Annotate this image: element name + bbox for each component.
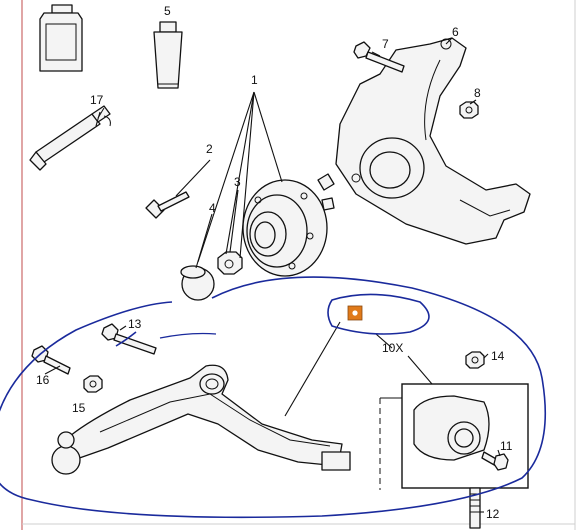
callout-7: 7 xyxy=(382,37,389,51)
callout-17: 17 xyxy=(90,93,104,107)
bushing-detail-box xyxy=(379,383,529,490)
callout-14: 14 xyxy=(491,349,505,363)
callout-11: 11 xyxy=(500,439,513,453)
callout-12: 12 xyxy=(486,507,500,521)
control-arm-icon xyxy=(51,364,351,475)
annotation-tick xyxy=(115,331,137,347)
callout-4: 4 xyxy=(209,201,216,215)
wheel-hub-icon xyxy=(242,173,335,277)
annotation-outline xyxy=(0,276,547,519)
paste-tube-icon xyxy=(153,21,183,89)
annotation-stroke xyxy=(159,332,217,339)
callout-5: 5 xyxy=(164,4,171,18)
bolt-13-icon xyxy=(101,323,157,355)
fluid-bottle-icon xyxy=(39,4,83,72)
applicator-tool-icon xyxy=(29,105,111,171)
callout-10x: 10X xyxy=(382,341,403,355)
bolt-2-icon xyxy=(145,191,190,219)
callout-13: 13 xyxy=(128,317,142,331)
bolt-7-icon xyxy=(353,41,405,73)
steering-knuckle-icon xyxy=(335,37,531,245)
hub-nut-icon xyxy=(217,251,243,275)
nut-14-icon xyxy=(465,351,485,369)
callout-3: 3 xyxy=(234,175,241,189)
callout-6: 6 xyxy=(452,25,459,39)
callout-15: 15 xyxy=(72,401,86,415)
stud-12-icon xyxy=(469,487,481,529)
callout-16: 16 xyxy=(36,373,50,387)
nut-8-icon xyxy=(459,101,479,119)
marker-dot xyxy=(352,310,358,316)
nut-15-icon xyxy=(83,375,103,393)
callout-1: 1 xyxy=(251,73,258,87)
dust-cap-icon xyxy=(180,265,215,301)
bolt-16-icon xyxy=(31,345,71,375)
leader-lines xyxy=(44,37,501,513)
callout-8: 8 xyxy=(474,86,481,100)
annotation-ring xyxy=(327,293,430,335)
callout-2: 2 xyxy=(206,142,213,156)
